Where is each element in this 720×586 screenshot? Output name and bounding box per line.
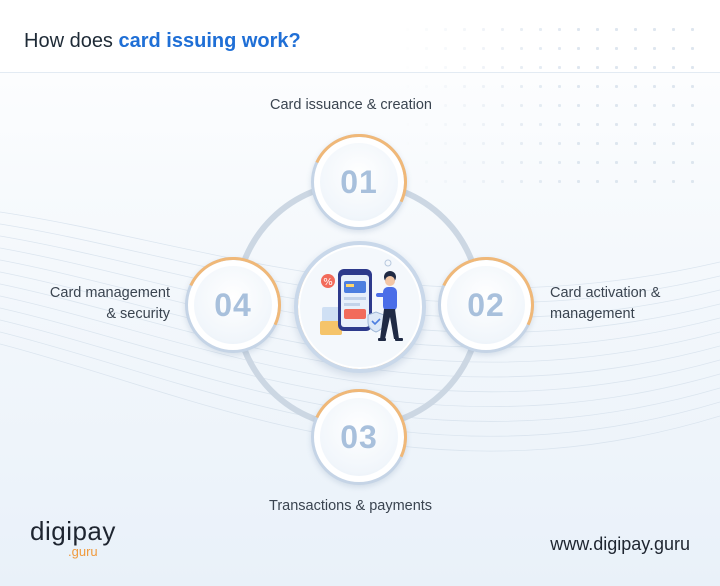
step-4-node: 04 xyxy=(185,257,281,353)
discount-badge-icon xyxy=(321,274,335,288)
dot-pattern-decoration xyxy=(398,20,698,190)
logo-main-text: digipay xyxy=(30,516,116,546)
step-3-label: Transactions & payments xyxy=(269,496,432,517)
step-3-number: 03 xyxy=(320,398,398,476)
step-1-label: Card issuance & creation xyxy=(270,95,432,116)
step-4-label-line-1: Card management xyxy=(49,285,170,301)
title-prefix: How does xyxy=(24,30,119,52)
step-2-label-line-2: management xyxy=(550,306,635,322)
step-2-label: Card activation & management xyxy=(550,283,660,325)
step-3-label-line: Transactions & payments xyxy=(269,498,433,514)
step-3-node: 03 xyxy=(311,389,407,485)
step-1-node: 01 xyxy=(311,134,407,230)
logo-sub-text: .guru xyxy=(68,544,98,559)
step-4-label-line-2: & security xyxy=(106,306,170,322)
step-2-node: 02 xyxy=(438,257,534,353)
step-2-label-line-1: Card activation & xyxy=(550,285,661,301)
step-2-number: 02 xyxy=(447,266,525,344)
step-1-number: 01 xyxy=(320,143,398,221)
step-1-label-line: Card issuance & creation xyxy=(270,97,432,113)
discount-badge-text: % xyxy=(323,277,333,288)
step-4-label: Card management & security xyxy=(50,283,170,325)
center-illustration: % xyxy=(294,241,426,373)
page-title: How does card issuing work? xyxy=(24,30,301,53)
digipay-logo: digipay .guru xyxy=(30,516,116,559)
title-highlight: card issuing work? xyxy=(118,30,301,52)
website-url: www.digipay.guru xyxy=(550,534,690,554)
step-4-number: 04 xyxy=(194,266,272,344)
mobile-card-user-illustration-icon: % xyxy=(300,247,420,367)
